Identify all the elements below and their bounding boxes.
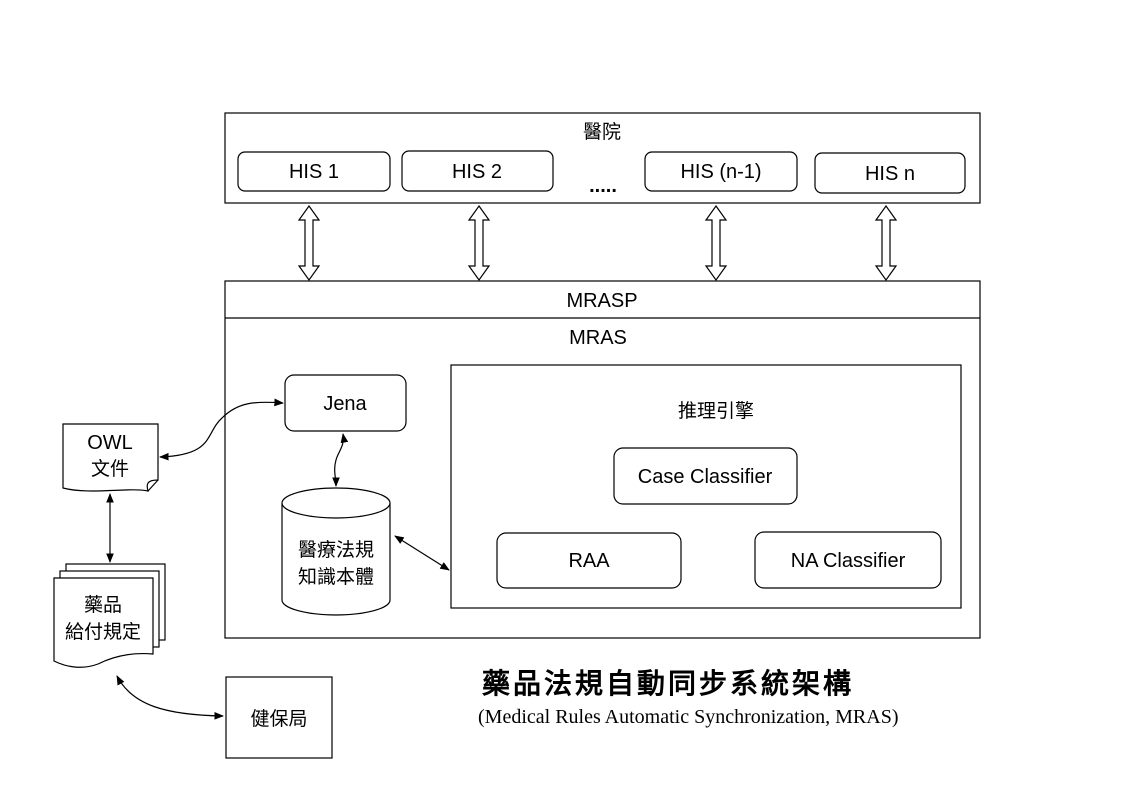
caption: 藥品法規自動同步系統架構 (Medical Rules Automatic Sy… [478, 667, 899, 728]
mrasp-label: MRASP [566, 290, 637, 312]
na-classifier-label: NA Classifier [791, 550, 906, 572]
his-box-2: HIS 2 [401, 150, 554, 192]
raa-label: RAA [568, 550, 610, 572]
mras-label: MRAS [569, 327, 627, 349]
inference-engine-block: 推理引擎 Case Classifier RAA NA Classifier [450, 364, 962, 609]
ontology-database: 醫療法規 知識本體 [281, 487, 391, 616]
db-engine-connector [394, 535, 450, 571]
owl-document: OWL 文件 [62, 423, 159, 492]
his-label-n: HIS n [865, 163, 915, 185]
ontology-line1: 醫療法規 [298, 539, 374, 561]
his-label-n-1: HIS (n-1) [680, 161, 761, 183]
case-classifier-label: Case Classifier [638, 466, 773, 488]
case-classifier-box: Case Classifier [613, 447, 798, 505]
double-arrow-4 [874, 204, 898, 282]
his-box-n-1: HIS (n-1) [644, 151, 798, 192]
jena-box: Jena [284, 374, 407, 432]
caption-subtitle: (Medical Rules Automatic Synchronization… [478, 706, 899, 728]
nhi-bureau-box: 健保局 [225, 676, 333, 759]
engine-title: 推理引擎 [678, 400, 754, 422]
na-classifier-box: NA Classifier [754, 531, 942, 589]
owl-jena-connector [159, 398, 284, 461]
double-arrow-2 [467, 204, 491, 282]
drug-rules-document: 藥品 給付規定 [53, 563, 166, 668]
his-label-1: HIS 1 [289, 161, 339, 183]
his-box-1: HIS 1 [237, 151, 391, 192]
drug-rules-line1: 藥品 [84, 594, 122, 616]
jena-db-connector [332, 433, 349, 487]
his-box-n: HIS n [814, 152, 966, 194]
hospital-title: 醫院 [583, 121, 621, 143]
drug-rules-nhi-connector [116, 675, 224, 720]
owl-line1: OWL [87, 432, 133, 454]
hospital-block: 醫院 HIS 1 HIS 2 ..... HIS (n-1) HIS n [224, 112, 981, 204]
raa-box: RAA [496, 532, 682, 589]
drug-rules-line2: 給付規定 [65, 621, 141, 643]
his-label-2: HIS 2 [452, 161, 502, 183]
his-ellipsis: ..... [589, 175, 617, 197]
his-mrasp-connectors [297, 204, 898, 282]
double-arrow-1 [297, 204, 321, 282]
ontology-line2: 知識本體 [298, 566, 374, 588]
owl-line2: 文件 [91, 458, 129, 480]
caption-title: 藥品法規自動同步系統架構 [481, 667, 854, 700]
nhi-bureau-label: 健保局 [250, 708, 307, 730]
jena-label: Jena [323, 393, 367, 415]
connectors [106, 398, 450, 720]
double-arrow-3 [704, 204, 728, 282]
